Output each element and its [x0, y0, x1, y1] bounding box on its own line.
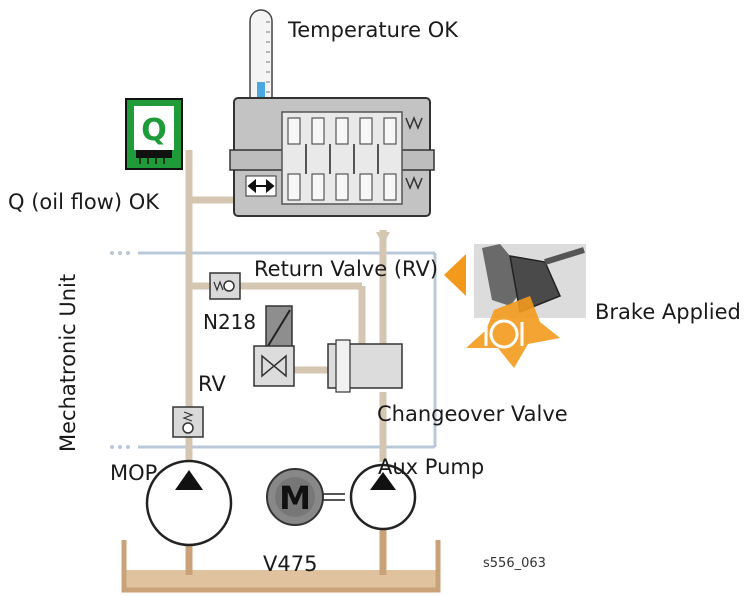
return-valve-icon	[209, 272, 241, 300]
brake-label: Brake Applied	[595, 300, 741, 324]
valve-body-housing	[229, 97, 435, 217]
flow-arrow-down	[376, 232, 390, 245]
warning-arrow-icon	[444, 254, 466, 296]
rv-label: RV	[198, 372, 226, 396]
figure-id-label: s556_063	[483, 556, 546, 571]
double-arrow-icon	[247, 178, 275, 194]
rv-valve-icon	[172, 406, 204, 438]
brake-pedal-icon	[474, 244, 586, 318]
unit-edge-dots	[110, 251, 130, 449]
changeover-label: Changeover Valve	[377, 402, 568, 426]
mop-label: MOP	[110, 461, 158, 485]
return-valve-label: Return Valve (RV)	[254, 257, 439, 281]
n218-solenoid-valve-icon	[253, 305, 295, 387]
brake-light-icon	[466, 296, 560, 368]
q-sensor-icon: Q	[125, 98, 183, 170]
oil-sump	[121, 540, 441, 593]
aux-pump-label: Aux Pump	[378, 455, 485, 479]
spring-icon	[405, 115, 423, 191]
mop-pump-icon	[145, 459, 233, 547]
v475-motor-icon: M	[266, 468, 345, 526]
temperature-label: Temperature OK	[288, 18, 458, 42]
n218-label: N218	[203, 310, 257, 334]
q-symbol: Q	[141, 113, 167, 148]
aux-pump-icon	[349, 463, 417, 531]
oil-flow-label: Q (oil flow) OK	[8, 190, 160, 214]
motor-symbol: M	[279, 479, 311, 517]
v475-label: V475	[263, 552, 318, 576]
changeover-valve-icon	[327, 339, 403, 393]
mechatronic-unit-label: Mechatronic Unit	[56, 273, 80, 452]
